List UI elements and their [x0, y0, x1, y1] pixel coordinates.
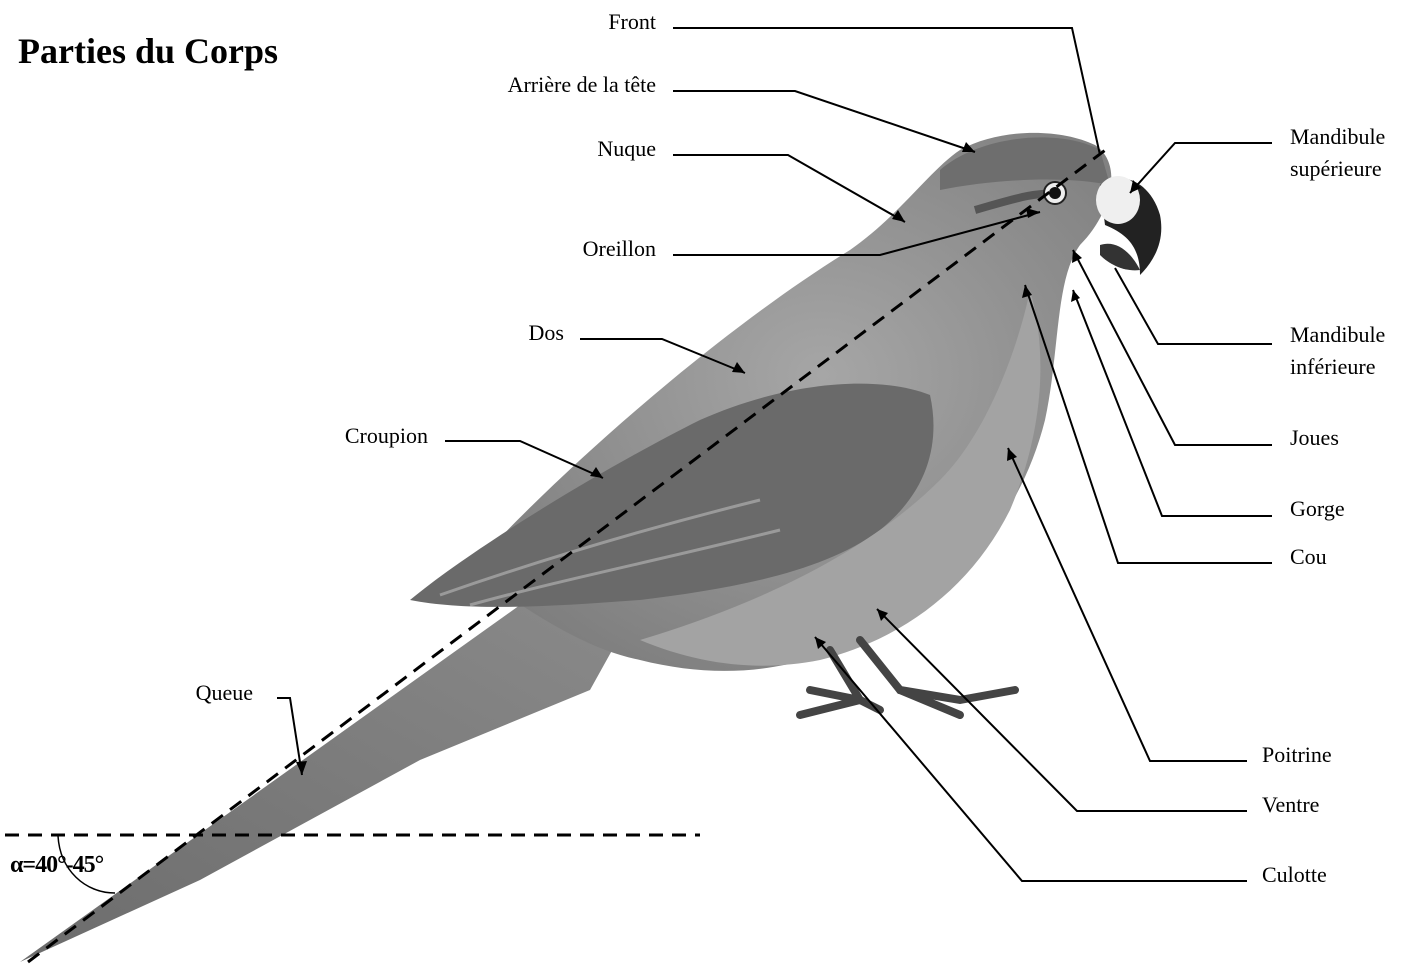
- leader-mandibule-sup: [1130, 143, 1272, 193]
- label-queue: Queue: [140, 681, 253, 705]
- leader-mandibule-inf: [1115, 268, 1272, 344]
- leader-joues: [1073, 250, 1272, 445]
- label-poitrine: Poitrine: [1262, 743, 1332, 767]
- leader-gorge: [1073, 290, 1272, 516]
- label-croupion: Croupion: [290, 424, 428, 448]
- label-arriere-tete: Arrière de la tête: [440, 73, 656, 97]
- arrowhead-joues: [1072, 250, 1082, 263]
- label-cou: Cou: [1290, 545, 1327, 569]
- leader-poitrine: [1008, 448, 1247, 761]
- label-front: Front: [560, 10, 656, 34]
- arrowhead-gorge: [1071, 290, 1080, 302]
- feet: [800, 640, 1015, 715]
- label-mandibule-superieure-2: supérieure: [1290, 157, 1382, 181]
- label-nuque: Nuque: [540, 137, 656, 161]
- leader-nuque: [673, 155, 905, 222]
- label-dos: Dos: [480, 321, 564, 345]
- page-title: Parties du Corps: [18, 30, 278, 72]
- label-joues: Joues: [1290, 426, 1339, 450]
- leader-arriere-tete: [673, 91, 975, 152]
- label-mandibule-superieure-1: Mandibule: [1290, 125, 1385, 149]
- label-mandibule-inferieure-2: inférieure: [1290, 355, 1376, 379]
- angle-label: α=40°-45°: [10, 852, 103, 879]
- label-mandibule-inferieure-1: Mandibule: [1290, 323, 1385, 347]
- leader-ventre: [877, 609, 1247, 811]
- leader-culotte: [815, 637, 1247, 881]
- label-ventre: Ventre: [1262, 793, 1319, 817]
- label-gorge: Gorge: [1290, 497, 1345, 521]
- tail-shape: [20, 600, 640, 962]
- label-culotte: Culotte: [1262, 863, 1327, 887]
- eye-pupil: [1049, 187, 1061, 199]
- label-oreillon: Oreillon: [520, 237, 656, 261]
